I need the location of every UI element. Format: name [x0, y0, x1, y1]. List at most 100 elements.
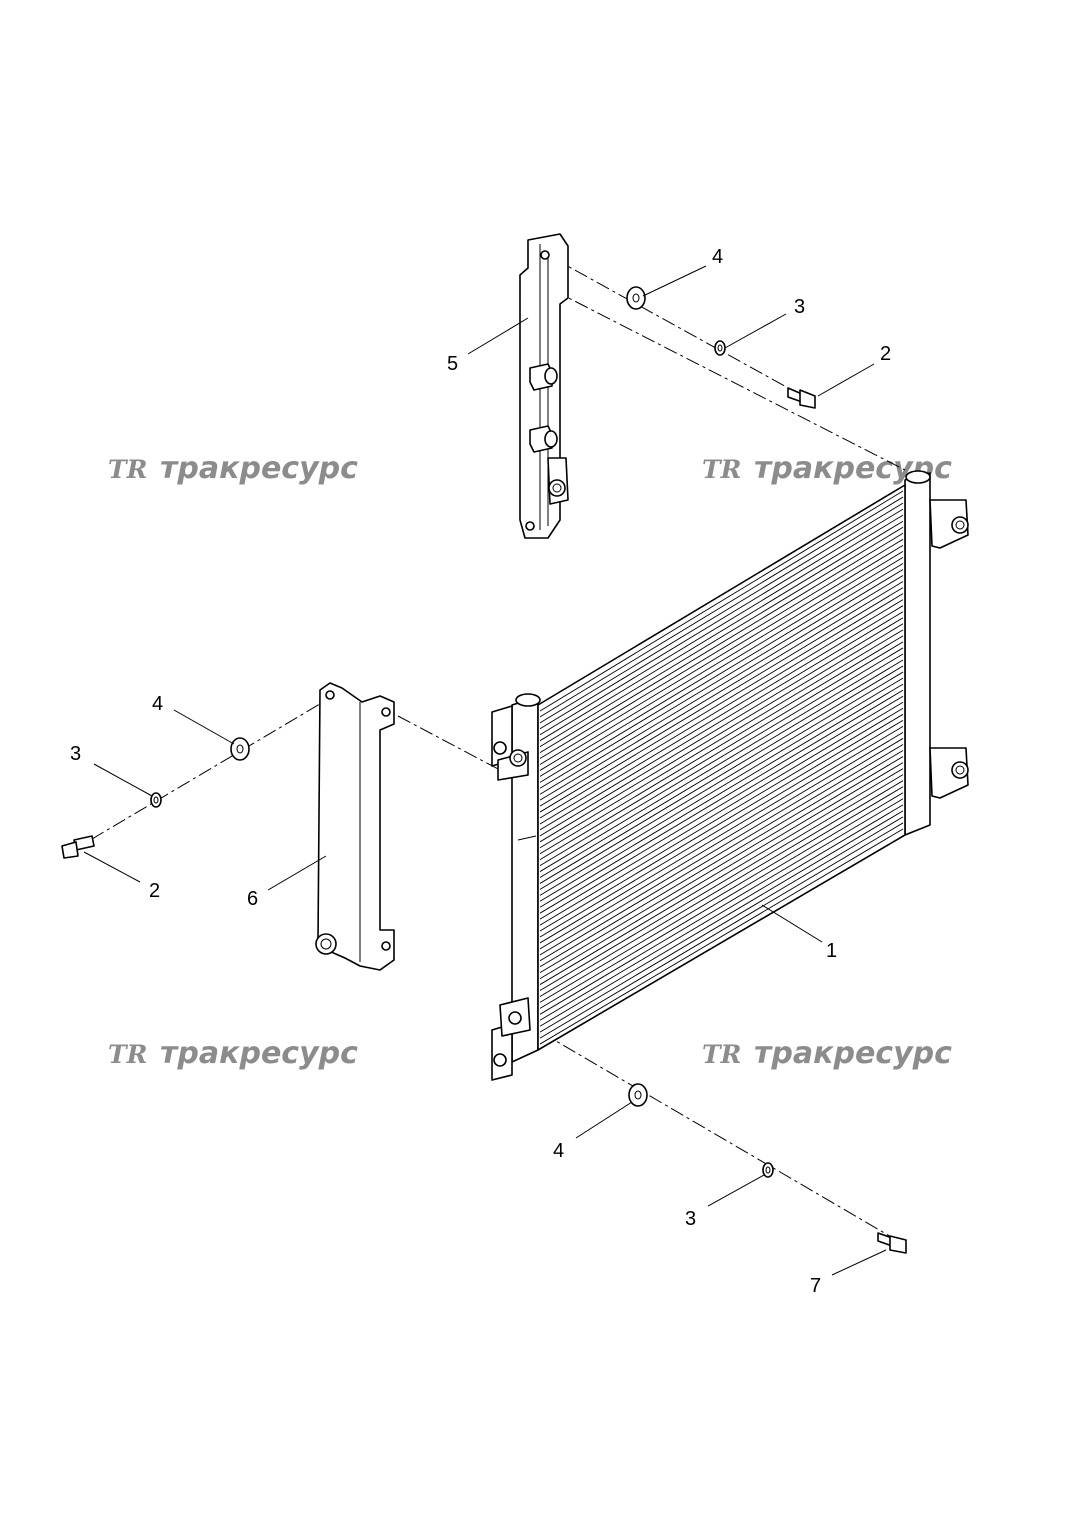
watermark-logo: TR — [702, 455, 741, 484]
leader-5 — [467, 317, 529, 355]
condenser-fin — [539, 780, 904, 997]
condenser-fin — [539, 689, 904, 908]
condenser-fin — [539, 538, 904, 759]
callout-4-left: 4 — [152, 693, 163, 715]
condenser-fin — [539, 569, 904, 789]
condenser-fin — [539, 744, 904, 962]
assembly-line-top-lower — [552, 289, 906, 471]
watermark-logo: TR — [702, 1040, 741, 1069]
condenser-fin — [539, 635, 904, 855]
bolt-part-7 — [877, 1232, 907, 1254]
leader-4-left — [173, 709, 235, 745]
condenser-fin — [539, 768, 904, 985]
watermark-logo: TR — [108, 455, 147, 484]
leader-2-left — [83, 851, 141, 883]
callout-3-top: 3 — [794, 296, 805, 318]
lock-washer-part-3-left — [150, 792, 162, 808]
condenser-fin — [539, 828, 904, 1045]
condenser-fin — [539, 557, 904, 777]
condenser-fin — [539, 647, 904, 866]
callouts: 1 2 3 4 5 4 3 2 6 4 3 7 — [70, 246, 891, 1297]
condenser-fin — [539, 732, 904, 950]
callout-5: 5 — [447, 353, 458, 375]
watermark-text: тракресурс — [160, 1036, 358, 1071]
condenser-fin — [539, 683, 904, 902]
bolt-part-2-left — [61, 835, 95, 859]
watermark-logo: TR — [108, 1040, 147, 1069]
callout-3-left: 3 — [70, 743, 81, 765]
condenser-fin — [539, 725, 904, 944]
condenser-fin — [539, 526, 904, 748]
assembly-line-left-to-condenser — [397, 715, 501, 771]
condenser-fin — [539, 623, 904, 843]
condenser-fin — [539, 810, 904, 1027]
condenser-fin — [539, 719, 904, 938]
leader-3-bottom — [707, 1174, 765, 1207]
condenser-fin — [539, 750, 904, 968]
lock-washer-part-3-bottom — [762, 1162, 774, 1178]
lower-left-bracket-part-6 — [315, 682, 395, 971]
condenser-fin — [539, 701, 904, 920]
bolt-part-2-top — [787, 387, 816, 409]
condenser-fin — [539, 774, 904, 991]
condenser-fin — [539, 665, 904, 884]
leader-lines — [83, 265, 887, 1276]
leader-4-bottom — [575, 1101, 633, 1139]
washer-part-4-bottom — [628, 1083, 648, 1107]
washer-part-4-top — [626, 286, 646, 310]
condenser-fin — [539, 713, 904, 932]
condenser-fin — [539, 502, 904, 724]
leader-3-top — [724, 313, 787, 349]
condenser-fin — [539, 804, 904, 1021]
condenser-fin — [539, 544, 904, 765]
condenser-fin — [539, 617, 904, 837]
callout-1: 1 — [826, 940, 837, 962]
condenser-fin — [539, 520, 904, 742]
leader-1 — [761, 904, 823, 943]
leader-4-top — [642, 265, 707, 297]
condenser-fin — [539, 496, 904, 718]
leader-7 — [831, 1249, 887, 1276]
condenser-fin — [539, 762, 904, 980]
watermark-text: тракресурс — [160, 451, 358, 486]
assembly-line-top-upper — [552, 257, 811, 401]
condenser-fin — [539, 707, 904, 926]
leader-6 — [267, 855, 327, 891]
condenser-fin — [539, 822, 904, 1039]
assembly-line-left — [69, 697, 331, 853]
condenser-fin — [539, 786, 904, 1003]
condenser-fin — [539, 605, 904, 825]
condenser-fin — [539, 575, 904, 795]
callout-7: 7 — [810, 1275, 821, 1297]
condenser-fin — [539, 659, 904, 878]
washer-part-4-left — [230, 737, 250, 761]
condenser-fin — [539, 581, 904, 801]
watermark-top-left: TR тракресурс — [108, 451, 358, 486]
callout-4-top: 4 — [712, 246, 723, 268]
leader-2-top — [817, 363, 875, 397]
condenser-fin — [539, 611, 904, 831]
watermark-bottom-right: TR тракресурс — [702, 1036, 952, 1071]
callout-4-bottom: 4 — [553, 1140, 564, 1162]
condenser-fin — [539, 816, 904, 1033]
callout-3-bottom: 3 — [685, 1208, 696, 1230]
condenser-fins — [539, 490, 904, 1045]
leader-3-left — [93, 763, 153, 797]
condenser-fin — [539, 563, 904, 783]
upper-bracket-part-5 — [519, 233, 569, 539]
condenser-fin — [539, 532, 904, 753]
callout-2-left: 2 — [149, 880, 160, 902]
condenser-fin — [539, 798, 904, 1015]
condenser-fin — [539, 653, 904, 872]
condenser-fin — [539, 490, 904, 712]
watermark-text: тракресурс — [754, 1036, 952, 1071]
condenser-fin — [539, 599, 904, 819]
condenser-fin — [539, 738, 904, 956]
condenser-fin — [539, 550, 904, 771]
condenser-fin — [539, 695, 904, 914]
lock-washer-part-3-top — [714, 340, 726, 356]
watermark-bottom-left: TR тракресурс — [108, 1036, 358, 1071]
condenser-fin — [539, 677, 904, 896]
condenser-fin — [539, 671, 904, 890]
